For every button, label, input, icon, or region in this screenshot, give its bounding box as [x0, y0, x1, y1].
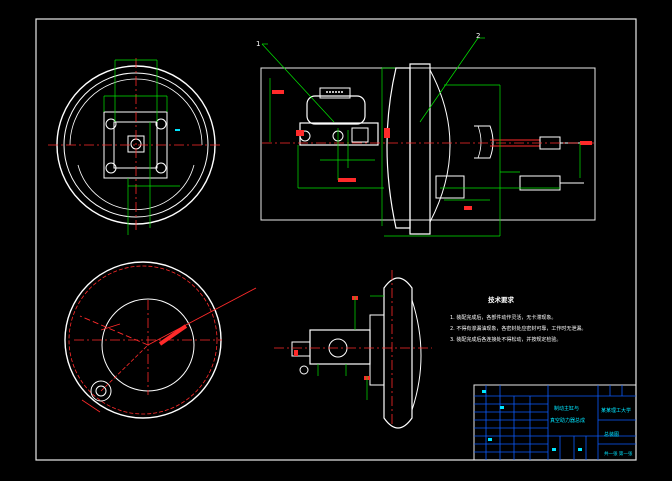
technical-notes: 技术要求 1. 装配完成后，各部件动作灵活，无卡滞现象。 2. 不得有渗漏油现象… [450, 295, 586, 343]
rear-view [64, 261, 257, 419]
title-block-sheet-info: 共一张 第一张 [604, 450, 633, 457]
notes-item-3: 3. 装配完成后各连接处不得松动，并按规定检验。 [450, 336, 561, 343]
notes-item-2: 2. 不得有渗漏油现象，各密封处应密封可靠，工作时无泄漏。 [450, 325, 586, 332]
leader-label-1: 1 [256, 40, 260, 48]
leader-label-2: 2 [476, 32, 480, 40]
notes-title: 技术要求 [488, 295, 515, 304]
top-view [274, 270, 432, 429]
title-block-school: 某某理工大学 [601, 407, 631, 414]
title-block-drawing-name-2: 真空助力器总成 [550, 417, 585, 424]
title-block-drawing-number: 总装图 [604, 431, 619, 438]
front-view [48, 58, 222, 235]
title-block-drawing-name-1: 制动主缸与 [554, 405, 579, 412]
side-view-assembly [260, 37, 596, 237]
notes-item-1: 1. 装配完成后，各部件动作灵活，无卡滞现象。 [450, 314, 556, 321]
title-block [473, 384, 637, 461]
sheet-border [35, 18, 637, 461]
